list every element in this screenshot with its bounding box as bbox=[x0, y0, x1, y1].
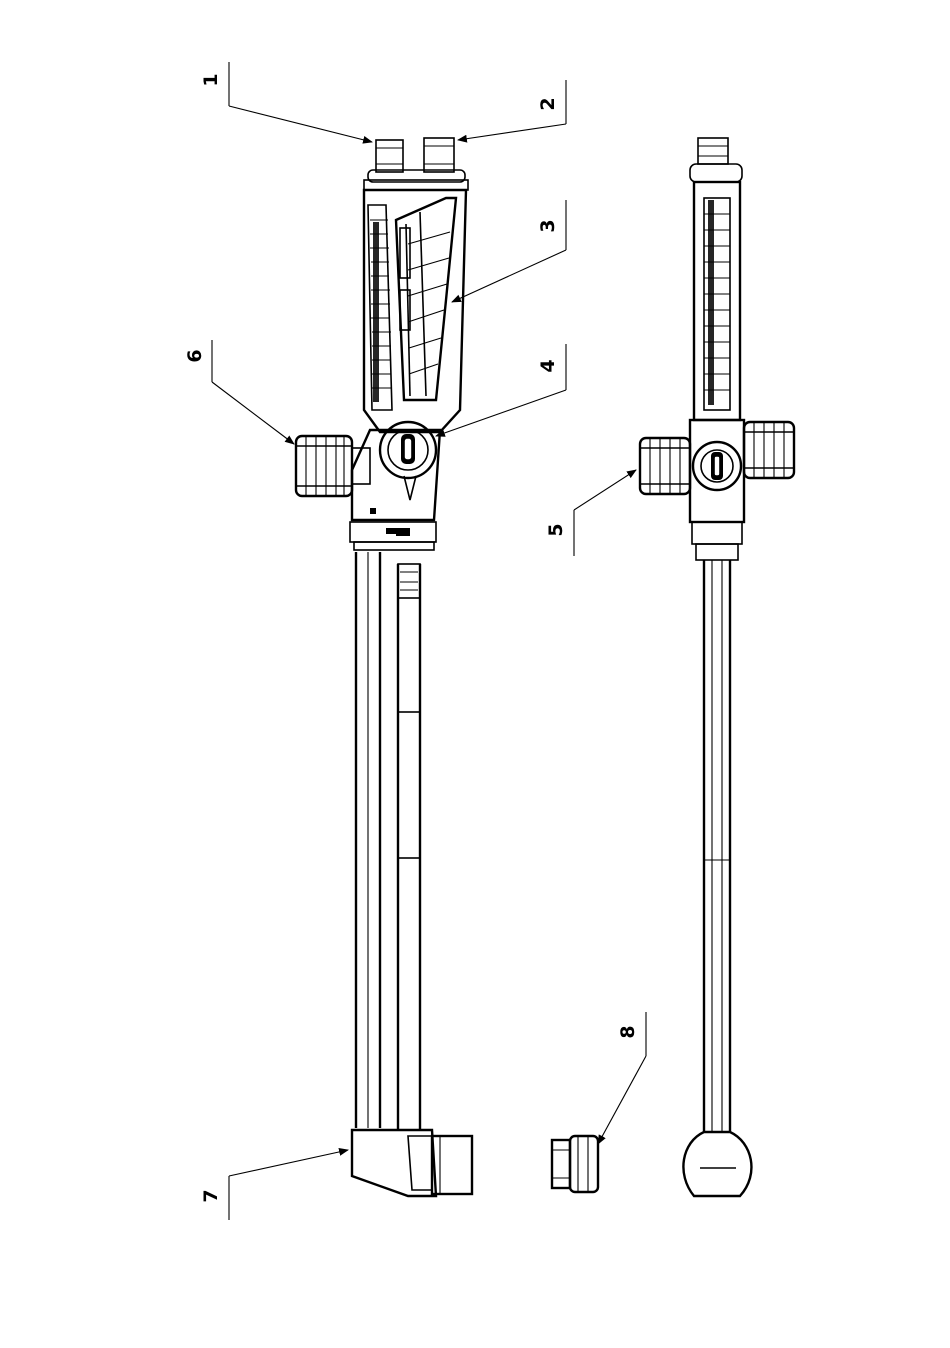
callout-leaders bbox=[212, 62, 646, 1220]
side-inlet-fitting bbox=[698, 138, 728, 164]
gas-inlet-fitting-2 bbox=[424, 138, 454, 172]
callout-label-5: 5 bbox=[545, 523, 567, 536]
side-nozzle-head bbox=[683, 1132, 751, 1196]
torch-front-view bbox=[296, 138, 472, 1196]
callout-label-6: 6 bbox=[184, 349, 206, 362]
handle-top-cap bbox=[364, 170, 468, 190]
side-tube bbox=[704, 560, 730, 1132]
handle-grip-panel bbox=[396, 198, 456, 400]
side-handle bbox=[690, 164, 742, 420]
side-valve-knob-right bbox=[744, 422, 794, 478]
callout-label-4: 4 bbox=[537, 359, 559, 372]
callout-label-1: 1 bbox=[200, 73, 222, 86]
callout-label-3: 3 bbox=[537, 219, 559, 232]
handle-body bbox=[364, 190, 466, 432]
nozzle-head-7 bbox=[352, 1130, 472, 1196]
gas-inlet-fitting-1 bbox=[376, 140, 403, 172]
callout-label-7: 7 bbox=[200, 1189, 222, 1202]
side-valve-body bbox=[690, 420, 744, 560]
side-valve-knob-left bbox=[640, 438, 690, 494]
mixer-collar bbox=[350, 522, 436, 550]
valve-knob-6 bbox=[296, 436, 370, 496]
gas-tubes bbox=[356, 552, 420, 1130]
valve-body bbox=[352, 422, 440, 520]
torch-side-view bbox=[640, 138, 794, 1196]
callout-label-8: 8 bbox=[617, 1025, 639, 1038]
nozzle-part-8 bbox=[552, 1136, 598, 1192]
callout-label-2: 2 bbox=[537, 97, 559, 110]
